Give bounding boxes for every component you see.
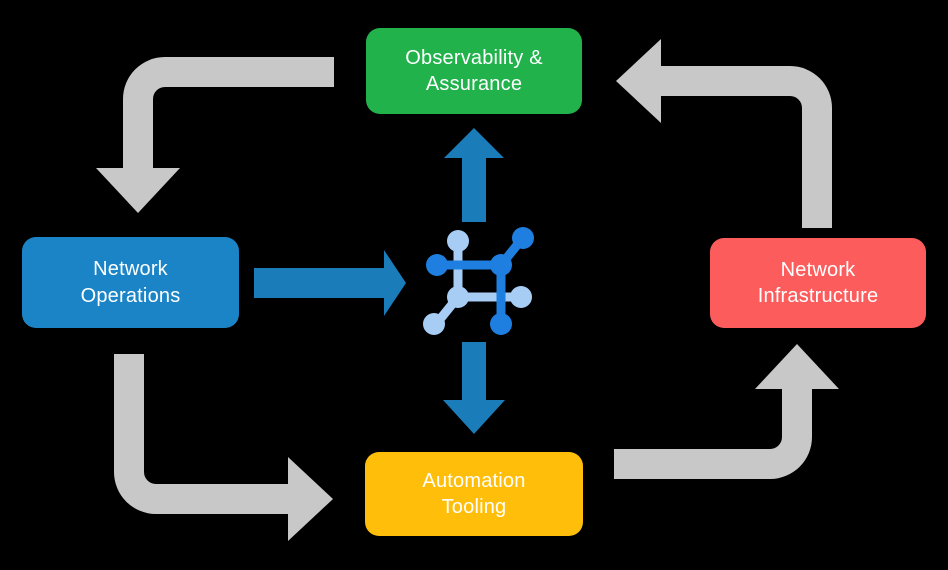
node-network-infrastructure-label: Network Infrastructure [757,258,879,307]
node-observability-assurance-label: Observability & Assurance [405,46,543,95]
node-network-operations-label: Network Operations [80,258,181,307]
node-automation-tooling-label: Automation Tooling [422,469,526,518]
node-automation-tooling[interactable]: Automation Tooling [365,452,583,536]
node-network-operations[interactable]: Network Operations [22,237,239,328]
node-observability-assurance[interactable]: Observability & Assurance [366,28,582,114]
node-network-infrastructure[interactable]: Network Infrastructure [710,238,926,328]
network-topology-icon-graphic [423,227,534,335]
